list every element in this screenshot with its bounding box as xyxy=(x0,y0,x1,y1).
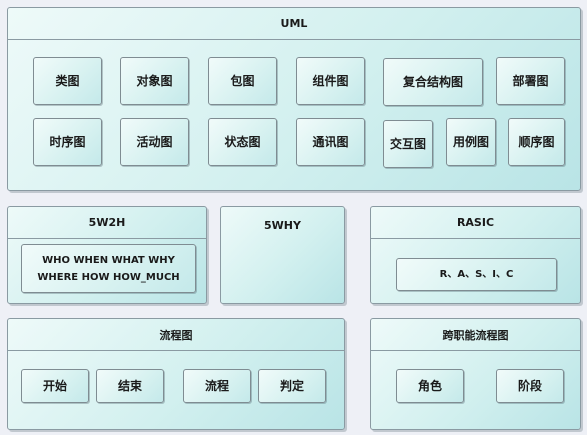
swimlane-panel-title: 跨职能流程图 xyxy=(371,319,580,351)
flowchart-start-item[interactable]: 开始 xyxy=(21,369,89,403)
rasic-panel-title: RASIC xyxy=(371,207,580,239)
5w2h-panel: 5W2H WHO WHEN WHAT WHY WHERE HOW HOW_MUC… xyxy=(7,206,207,304)
use-case-diagram-item[interactable]: 用例图 xyxy=(446,118,496,166)
object-diagram-item[interactable]: 对象图 xyxy=(120,57,189,105)
5why-panel: 5WHY xyxy=(220,206,345,304)
flowchart-decision-item[interactable]: 判定 xyxy=(258,369,326,403)
rasic-content-item[interactable]: R、A、S、I、C xyxy=(396,258,557,291)
flowchart-end-item[interactable]: 结束 xyxy=(96,369,164,403)
sequence-diagram-item[interactable]: 顺序图 xyxy=(508,118,565,166)
flowchart-process-item[interactable]: 流程 xyxy=(183,369,251,403)
swimlane-phase-item[interactable]: 阶段 xyxy=(496,369,564,403)
flowchart-panel: 流程图 开始 结束 流程 判定 xyxy=(7,318,345,430)
state-diagram-item[interactable]: 状态图 xyxy=(208,118,277,166)
class-diagram-item[interactable]: 类图 xyxy=(33,57,102,105)
component-diagram-item[interactable]: 组件图 xyxy=(296,57,365,105)
uml-panel-title: UML xyxy=(8,8,580,40)
timing-diagram-item[interactable]: 时序图 xyxy=(33,118,102,166)
composite-structure-diagram-item[interactable]: 复合结构图 xyxy=(383,58,483,106)
5why-panel-title: 5WHY xyxy=(264,219,301,232)
interaction-diagram-item[interactable]: 交互图 xyxy=(383,120,433,168)
package-diagram-item[interactable]: 包图 xyxy=(208,57,277,105)
5w2h-panel-title: 5W2H xyxy=(8,207,206,239)
swimlane-role-item[interactable]: 角色 xyxy=(396,369,464,403)
swimlane-panel: 跨职能流程图 角色 阶段 xyxy=(370,318,581,430)
uml-panel: UML 类图 对象图 包图 组件图 复合结构图 部署图 时序图 活动图 状态图 … xyxy=(7,7,581,191)
communication-diagram-item[interactable]: 通讯图 xyxy=(296,118,365,166)
5w2h-content-item[interactable]: WHO WHEN WHAT WHY WHERE HOW HOW_MUCH xyxy=(21,244,196,293)
rasic-panel: RASIC R、A、S、I、C xyxy=(370,206,581,304)
deployment-diagram-item[interactable]: 部署图 xyxy=(496,57,565,105)
activity-diagram-item[interactable]: 活动图 xyxy=(120,118,189,166)
flowchart-panel-title: 流程图 xyxy=(8,319,344,351)
